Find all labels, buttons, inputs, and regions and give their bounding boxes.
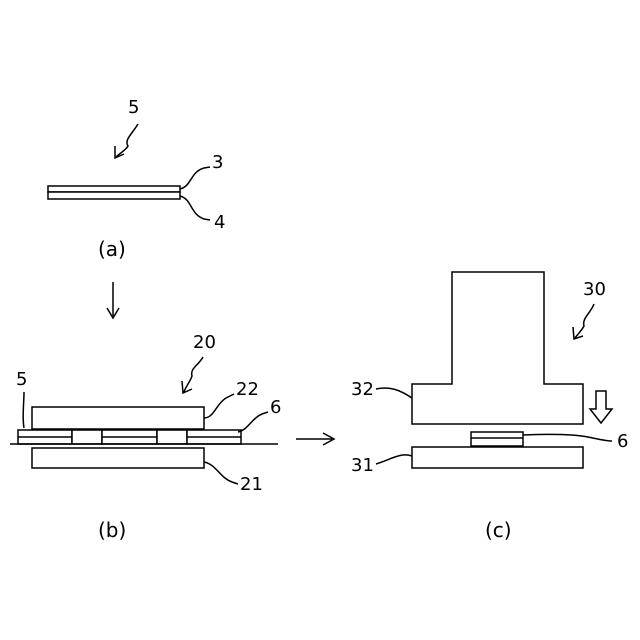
- lower-die-31: [412, 447, 583, 468]
- label-piece-6-c: 6: [617, 431, 628, 452]
- label-lower-die-31: 31: [351, 455, 374, 476]
- label-upper-die-32: 32: [351, 379, 374, 400]
- leader-lower-plate-21: [204, 462, 238, 484]
- right-arrow-b-to-c: [296, 433, 334, 445]
- upper-plate-22: [32, 407, 204, 429]
- layer-3: [48, 186, 180, 192]
- label-lower-plate-21: 21: [240, 474, 263, 495]
- label-layer-4: 4: [214, 212, 225, 233]
- leader-lower-die-31: [376, 455, 412, 464]
- leader-apparatus-20: [184, 357, 203, 392]
- panel-c: 30 32 31 6 (c): [351, 272, 628, 542]
- leader-sheet-5: [116, 124, 138, 157]
- leader-press-30: [575, 304, 594, 338]
- label-piece-6-b: 6: [270, 397, 281, 418]
- caption-a: (a): [98, 237, 126, 261]
- label-upper-plate-22: 22: [236, 379, 259, 400]
- down-arrow-a-to-b: [107, 282, 119, 318]
- piece-6-right: [157, 430, 187, 444]
- layer-4: [48, 192, 180, 199]
- leader-upper-die-32: [376, 388, 412, 398]
- piece-6-c: [471, 432, 523, 446]
- label-sheet-5: 5: [128, 97, 139, 118]
- press-direction-arrow: [590, 391, 612, 423]
- caption-c: (c): [485, 518, 512, 542]
- leader-sheet-5-b: [23, 392, 24, 428]
- leader-piece-6-b: [238, 412, 268, 432]
- leader-layer-3: [180, 167, 210, 189]
- label-press-30: 30: [583, 279, 606, 300]
- lower-plate-21: [32, 448, 204, 468]
- panel-b: 20 5 22 6 21 (b): [10, 332, 281, 542]
- panel-a: 5 3 4 (a): [48, 97, 225, 261]
- upper-die-32: [412, 272, 583, 424]
- label-apparatus-20: 20: [193, 332, 216, 353]
- caption-b: (b): [98, 518, 126, 542]
- leader-upper-plate-22: [204, 394, 234, 418]
- leader-piece-6-c: [523, 434, 612, 441]
- label-layer-3: 3: [212, 152, 223, 173]
- leader-layer-4: [180, 196, 210, 220]
- label-sheet-5-b: 5: [16, 369, 27, 390]
- piece-6-left: [72, 430, 102, 444]
